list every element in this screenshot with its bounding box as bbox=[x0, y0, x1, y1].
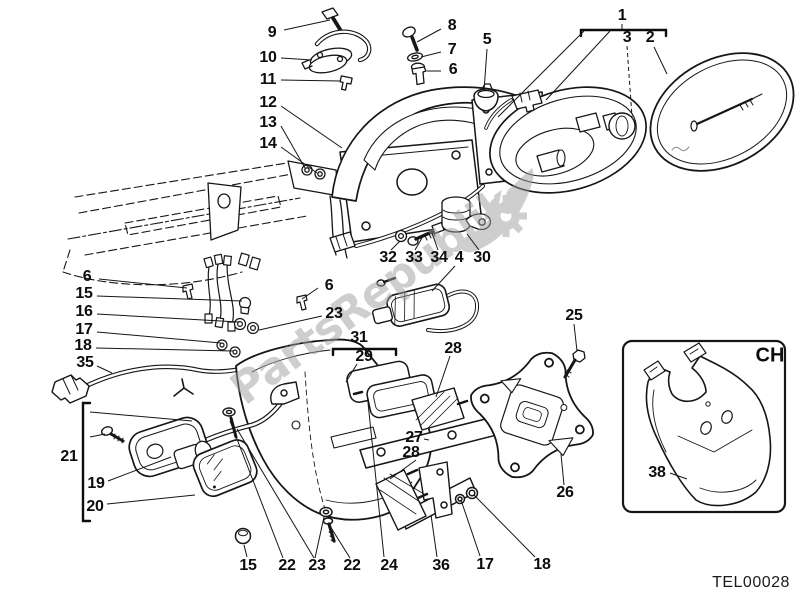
flasher-unit bbox=[372, 276, 480, 333]
rear-subframe-ghost bbox=[62, 162, 308, 286]
subframe-bracket bbox=[207, 160, 348, 259]
mudflap-ch bbox=[643, 342, 772, 507]
dashed-leader-lines bbox=[626, 45, 633, 118]
variant-ch-label: CH bbox=[755, 344, 785, 367]
center-fasteners bbox=[394, 196, 492, 246]
grommets-and-bulb bbox=[182, 283, 308, 358]
turn-signal bbox=[100, 378, 300, 498]
leader-lines bbox=[89, 19, 688, 559]
reflector-lower bbox=[375, 468, 429, 531]
callout-brackets bbox=[81, 28, 668, 523]
drawing-code: TEL00028 bbox=[712, 574, 790, 591]
upper-fasteners bbox=[301, 7, 499, 112]
plate-holder-star bbox=[470, 349, 594, 479]
taillight-body bbox=[484, 86, 647, 194]
taillight-lens bbox=[649, 52, 795, 172]
wiring-loom bbox=[203, 252, 261, 332]
ch-variant-box bbox=[621, 339, 787, 514]
plate-holder-arm bbox=[359, 405, 545, 530]
bottom-hardware bbox=[234, 506, 336, 545]
gear-icon bbox=[485, 195, 527, 237]
